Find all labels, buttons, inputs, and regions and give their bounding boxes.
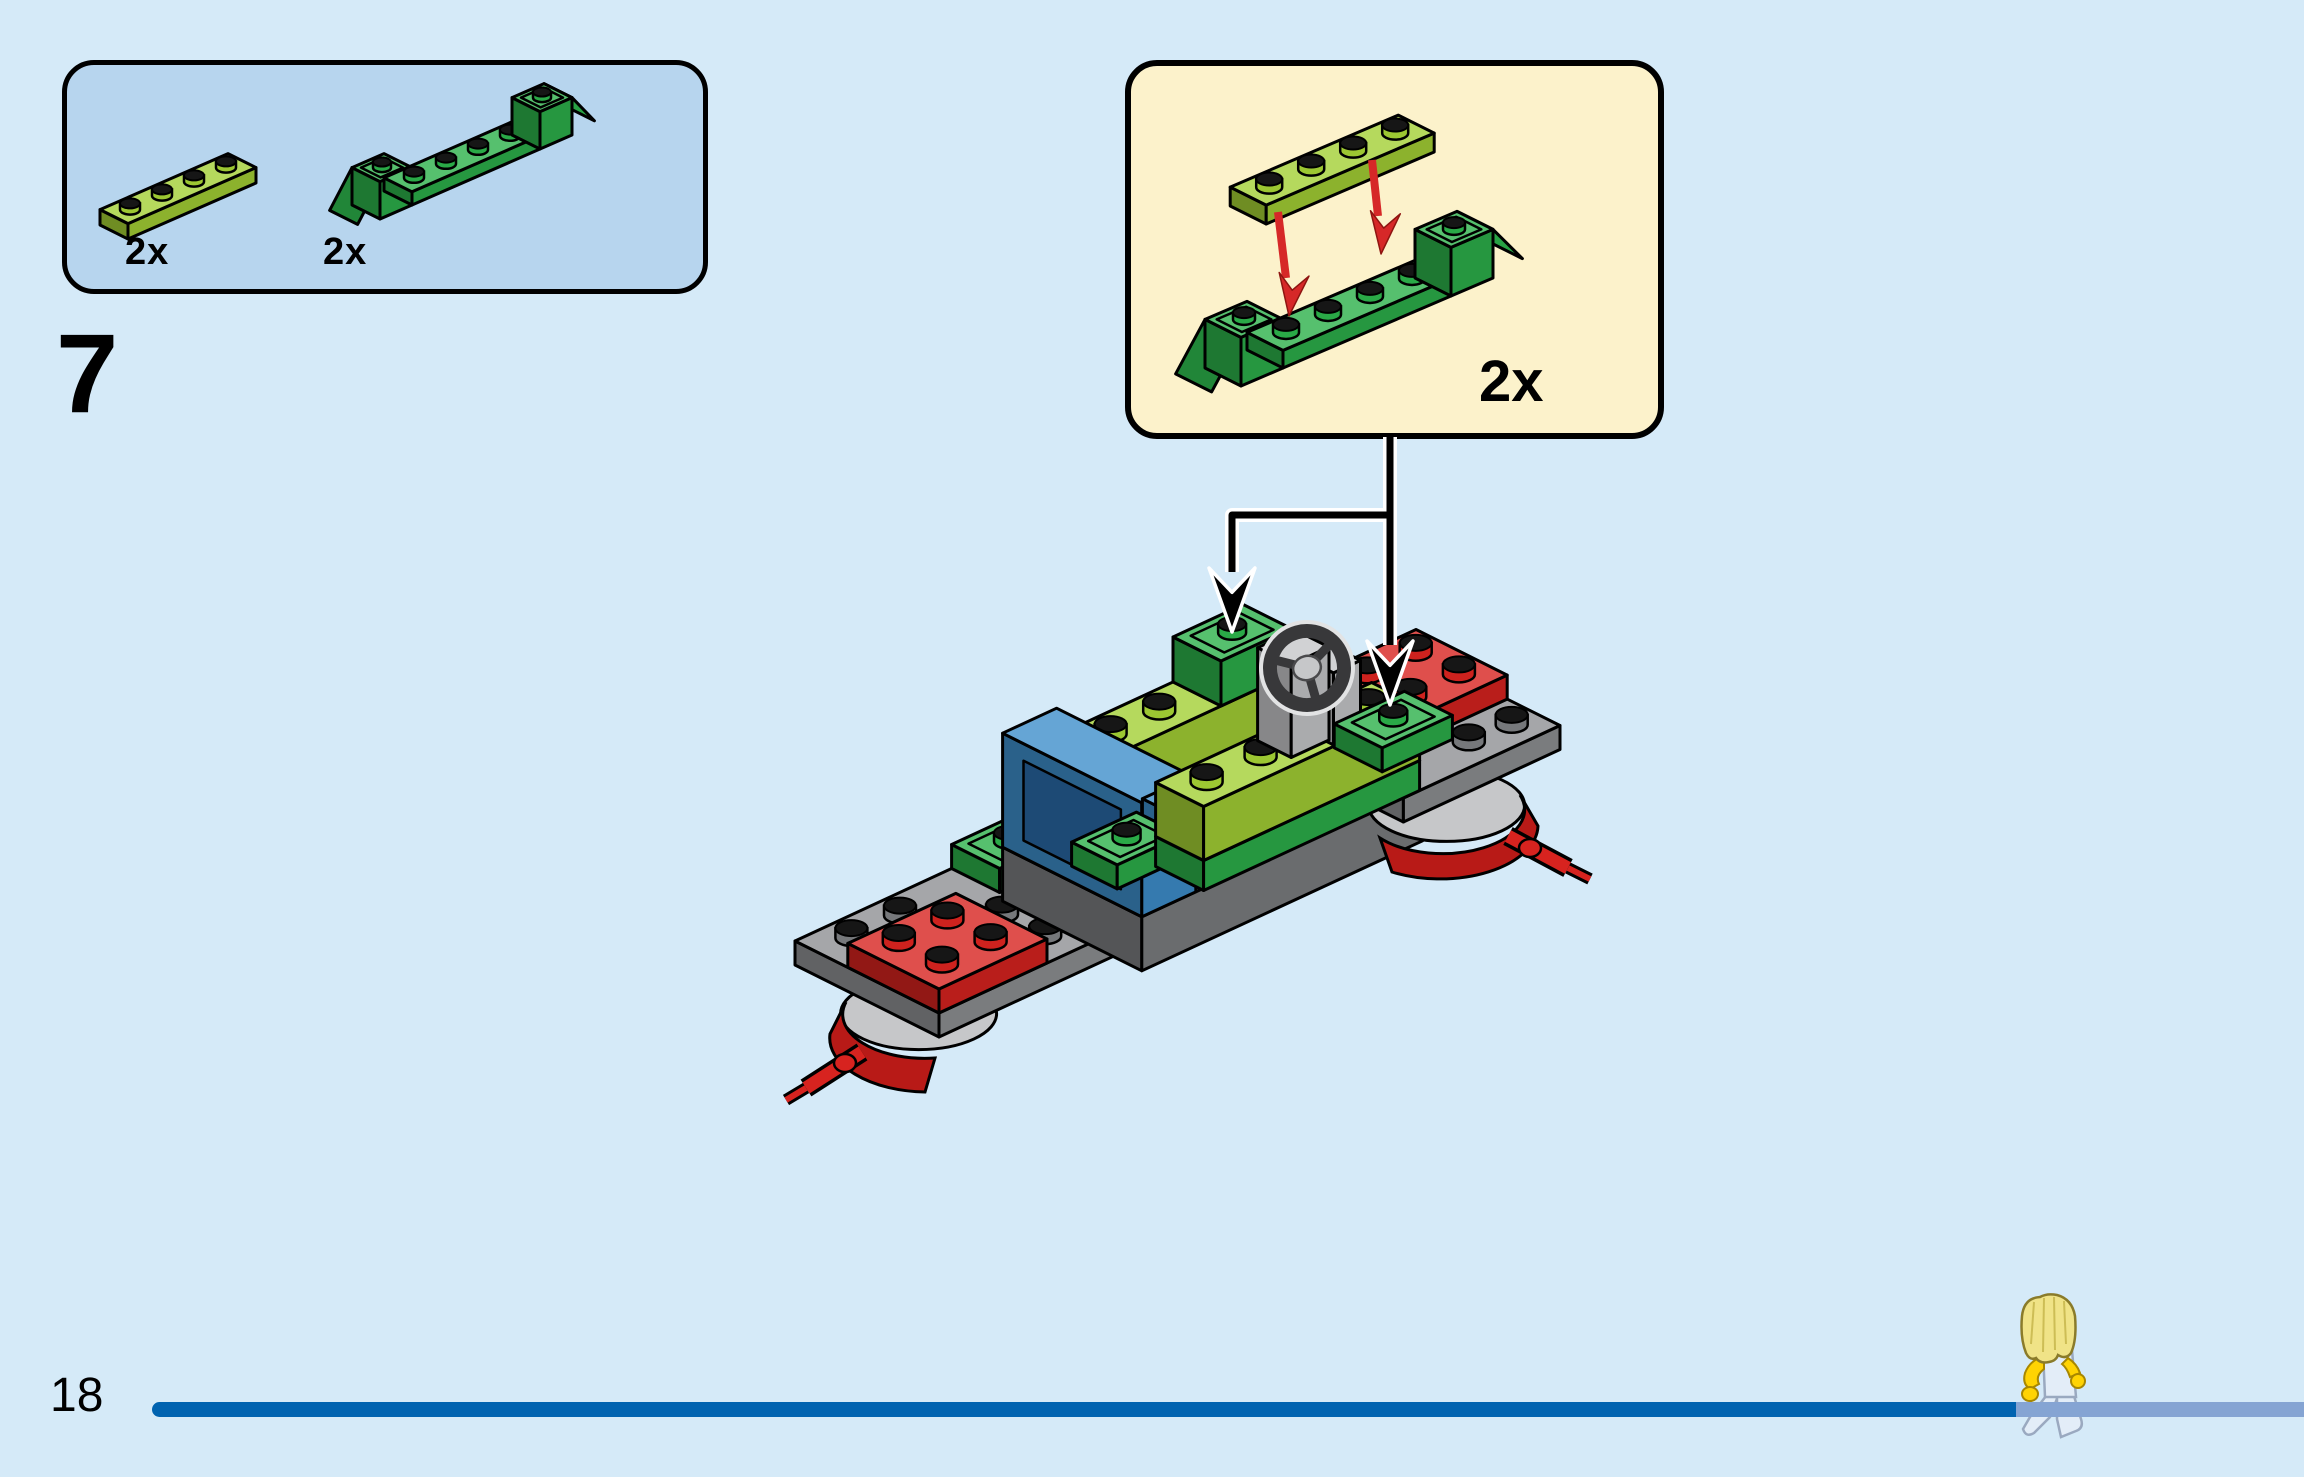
page-number: 18 [50, 1369, 104, 1422]
progress-bar-remaining [2016, 1402, 2304, 1417]
subassembly-callout: 2x [1125, 60, 1664, 439]
subassembly-count-label: 2x [1479, 349, 1544, 414]
model-chassis [782, 603, 1593, 1106]
steering-wheel [1259, 620, 1355, 716]
progress-bar-filled [152, 1402, 2016, 1417]
new-parts-panel: 2x 2x [62, 60, 708, 294]
part-count-green-slope: 2x [323, 231, 368, 273]
part-count-lime-plate: 2x [125, 231, 170, 273]
callout-connectors [1207, 437, 1415, 707]
step-number: 7 [56, 311, 119, 436]
